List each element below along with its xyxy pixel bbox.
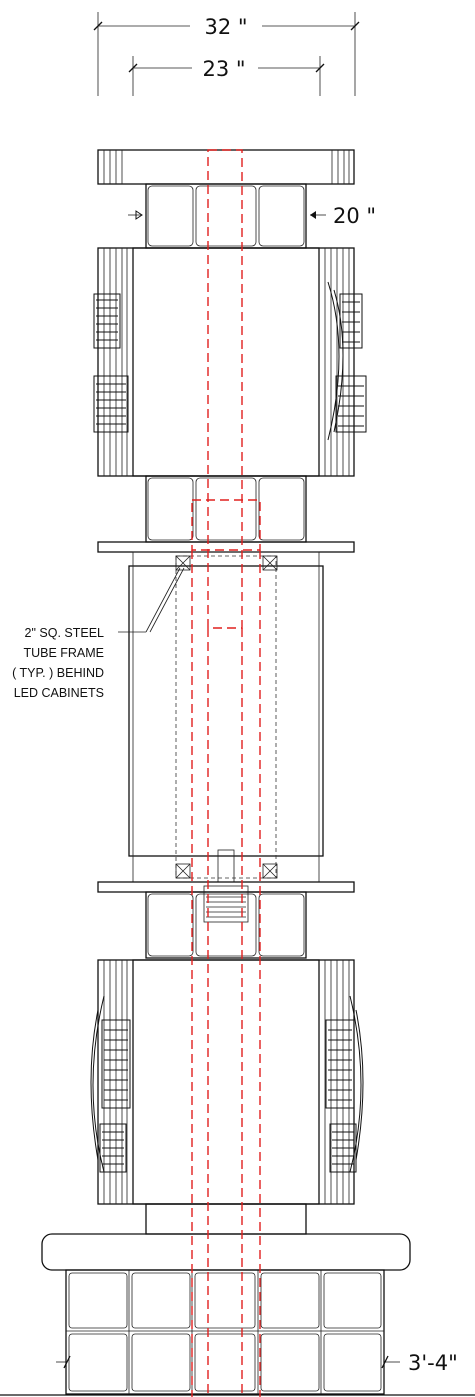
upper-body (97, 247, 355, 477)
lower-body (97, 959, 355, 1205)
dimension-inner-width: 23 " (128, 56, 325, 96)
depth-label: 20 " (333, 204, 376, 228)
dimension-base-height: 3'-4" (56, 1351, 458, 1375)
overall-width-label: 32 " (204, 15, 247, 39)
inner-width-label: 23 " (202, 57, 245, 81)
dimension-overall-width: 32 " (93, 12, 360, 96)
callout-line-2: TUBE FRAME (23, 646, 104, 660)
callout-line-4: LED CABINETS (14, 686, 104, 700)
plinth (145, 1203, 307, 1235)
upper-left-ornament-icon (93, 293, 129, 433)
steel-frame-callout: 2" SQ. STEEL TUBE FRAME ( TYP. ) BEHIND … (12, 567, 185, 700)
base-block (0, 1269, 475, 1396)
red-centerline-structure (191, 149, 261, 1397)
base-height-label: 3'-4" (408, 1351, 458, 1375)
lower-right-ornament-icon (325, 995, 364, 1173)
top-cap (97, 149, 355, 185)
middle-neck (145, 475, 307, 543)
upper-right-ornament-icon (327, 281, 367, 441)
lower-neck (145, 885, 307, 959)
led-cabinet-section (97, 541, 355, 893)
lower-left-ornament-icon (90, 995, 131, 1173)
callout-line-1: 2" SQ. STEEL (25, 626, 105, 640)
callout-line-3: ( TYP. ) BEHIND (12, 666, 104, 680)
base-cap (41, 1233, 411, 1271)
upper-neck: 20 " (128, 183, 376, 249)
